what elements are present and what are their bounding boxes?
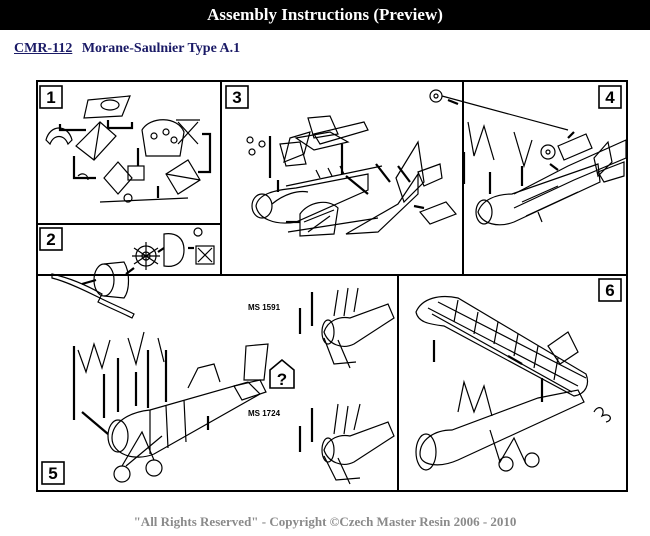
variant-question-badge: ? [269, 358, 295, 389]
step-number-2: 2 [46, 230, 55, 249]
step-number-5: 5 [48, 464, 57, 483]
step-3-drawing [246, 115, 457, 237]
variant-label-ms1724: MS 1724 [248, 409, 281, 418]
step-1-arrows [58, 120, 212, 198]
variant-arrows [298, 292, 314, 452]
step-3-arrows [268, 136, 425, 224]
step-2-drawing [51, 227, 215, 319]
step-box-1 [39, 85, 63, 109]
step-6-drawing [415, 295, 611, 472]
copyright-footer: "All Rights Reserved" - Copyright ©Czech… [133, 514, 517, 529]
product-code-link[interactable]: CMR-112 [14, 41, 73, 56]
step-box-2 [39, 227, 63, 251]
step-4-drawing [429, 89, 626, 226]
step-box-6 [598, 278, 622, 302]
variant-question-mark: ? [277, 370, 287, 389]
step-number-3: 3 [232, 88, 241, 107]
step-number-4: 4 [605, 88, 615, 107]
step-box-5 [41, 461, 65, 485]
step-6-arrows [432, 340, 544, 402]
step-5-arrows [72, 346, 210, 435]
step-2-arrows [81, 246, 194, 286]
instruction-drawing: 1 2 3 4 5 6 [38, 82, 626, 490]
page-header: Assembly Instructions (Preview) [0, 0, 650, 30]
product-name: Morane-Saulnier Type A.1 [81, 41, 241, 56]
product-heading: CMR-112 Morane-Saulnier Type A.1 [14, 41, 240, 57]
step-box-3 [225, 85, 249, 109]
variant-label-ms1591: MS 1591 [248, 303, 281, 312]
instruction-sheet: 1 2 3 4 5 6 [36, 80, 628, 492]
page-title: Assembly Instructions (Preview) [207, 5, 443, 24]
step-number-1: 1 [46, 88, 55, 107]
step-5-drawing [77, 331, 269, 483]
variant-drawings [321, 287, 395, 485]
step-number-6: 6 [605, 281, 614, 300]
step-box-4 [598, 85, 622, 109]
step-4-arrows [447, 98, 575, 194]
step-1-drawing [45, 95, 201, 203]
